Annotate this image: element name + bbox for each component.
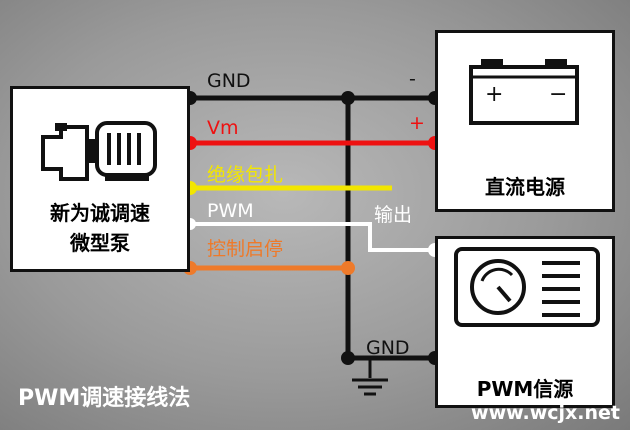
gnd-top-label: GND — [207, 70, 251, 92]
dc-source-box: + − 直流电源 — [435, 30, 615, 212]
diagram-caption: PWM调速接线法 — [18, 386, 191, 411]
pwm-label: PWM — [207, 200, 254, 222]
junction-dot — [341, 351, 355, 365]
pump-box: 新为诚调速 微型泵 — [10, 86, 190, 272]
insulate-label: 绝缘包扎 — [207, 164, 284, 186]
junction-dot — [341, 91, 355, 105]
pwm-source-label: PWM信源 — [476, 377, 574, 401]
gauge-panel-icon — [454, 247, 600, 327]
pump-icon — [41, 121, 157, 181]
svg-text:−: − — [549, 82, 567, 107]
pump-label-line2: 微型泵 — [70, 231, 130, 255]
dc-minus-label: - — [409, 68, 416, 90]
gnd-bottom-label: GND — [366, 337, 410, 359]
junction-dot — [341, 261, 355, 275]
pwm-wire — [190, 222, 435, 252]
svg-text:+: + — [485, 82, 503, 107]
watermark: www.wcjx.net — [471, 402, 620, 424]
output-label: 输出 — [374, 204, 413, 226]
dc-source-label: 直流电源 — [485, 175, 565, 199]
pump-label-line1: 新为诚调速 — [50, 201, 150, 225]
pwm-source-box: PWM信源 — [435, 236, 615, 408]
ground-symbol — [352, 378, 388, 396]
vm-label: Vm — [207, 117, 239, 139]
control-label: 控制启停 — [207, 238, 284, 260]
dc-plus-label: + — [409, 112, 425, 134]
battery-icon: + − — [469, 59, 579, 125]
